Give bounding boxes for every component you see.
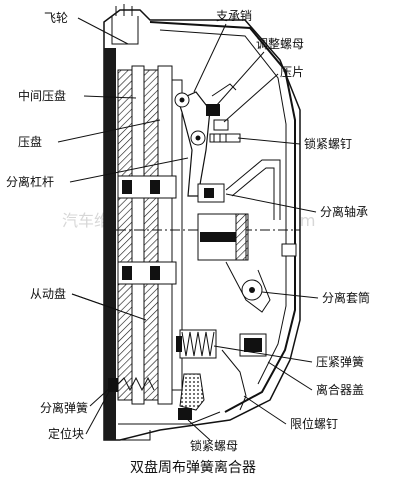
limit-bolt [221, 349, 247, 411]
label-release-spring: 分离弹簧 [40, 400, 88, 415]
driven-disc-2 [143, 69, 159, 401]
label-driven-disc: 从动盘 [30, 286, 66, 301]
hub-upper [117, 175, 177, 199]
lock-nut [178, 408, 192, 420]
label-clutch-cover: 离合器盖 [316, 382, 364, 397]
clutch-cover [149, 21, 296, 413]
hub-lower [117, 261, 177, 285]
flywheel-plate [104, 48, 116, 440]
label-pressure-plate: 压盘 [18, 134, 42, 149]
label-locating-block: 定位块 [48, 426, 84, 441]
label-adjust-nut: 调整螺母 [256, 36, 304, 51]
press-plate [213, 119, 229, 131]
adjust-nut [206, 104, 220, 116]
label-release-lever: 分离杠杆 [6, 174, 54, 189]
diagram-caption: 双盘周布弹簧离合器 [130, 459, 256, 476]
release-spring [117, 376, 155, 392]
locating-block [108, 378, 118, 392]
label-flywheel: 飞轮 [44, 11, 68, 25]
pressure-plate [157, 65, 173, 405]
clutch-drawing [103, 4, 301, 441]
label-lock-bolt: 锁紧螺钉 [304, 136, 352, 151]
label-press-plate: 压片 [280, 65, 304, 79]
label-support-pin: 支承销 [216, 9, 252, 23]
label-limit-bolt: 限位螺钉 [290, 416, 338, 431]
label-release-bearing: 分离轴承 [320, 204, 368, 219]
label-lock-nut: 锁紧螺母 [190, 438, 238, 453]
leader-lines [57, 17, 319, 441]
driven-disc-1 [117, 69, 133, 401]
label-middle-pressure-plate: 中间压盘 [18, 88, 66, 103]
label-release-sleeve: 分离套筒 [322, 290, 370, 305]
middle-pressure-plate [131, 65, 145, 405]
label-compression-spring: 压紧弹簧 [316, 354, 364, 369]
